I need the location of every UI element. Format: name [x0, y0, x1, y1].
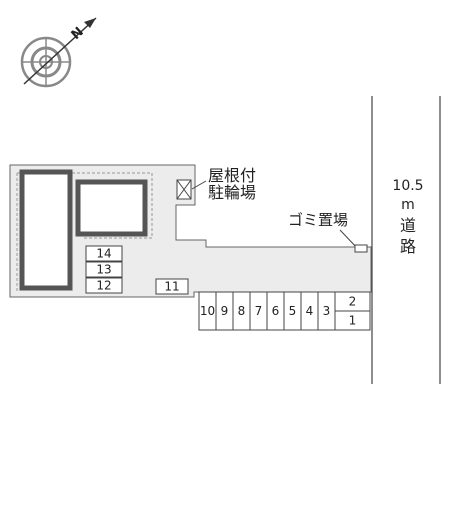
garbage-area-label: ゴミ置場 — [288, 211, 348, 229]
parking-spot-1 — [334, 310, 371, 331]
bike-parking-cross-b — [176, 179, 192, 200]
parking-spot-6-label: 6 — [272, 304, 280, 318]
parking-spot-13-label: 13 — [96, 263, 111, 277]
parking-spot-1-label: 1 — [349, 314, 357, 328]
bike-parking-label-2: 駐輪場 — [208, 183, 256, 202]
building-2 — [75, 179, 148, 237]
parking-spot-13 — [85, 261, 123, 278]
compass-arrow-icon — [84, 18, 96, 28]
parking-spot-5-label: 5 — [289, 304, 297, 318]
parking-spot-14-label: 14 — [96, 247, 111, 261]
parking-bottom-row: 10 9 8 7 6 5 4 3 — [198, 291, 336, 331]
compass: N — [20, 17, 97, 88]
parking-spot-3-label: 3 — [323, 304, 331, 318]
building-1 — [19, 169, 73, 291]
parking-spot-12 — [85, 277, 123, 294]
bike-parking-leader — [191, 180, 207, 190]
road-name-char-2: 路 — [400, 237, 416, 256]
garbage-box — [354, 244, 368, 253]
parking-spot-10-label: 10 — [200, 304, 215, 318]
road-width-unit: m — [401, 197, 415, 213]
road-name-char-1: 道 — [400, 216, 416, 235]
road-width-value: 10.5 — [392, 178, 423, 194]
garbage-area: ゴミ置場 — [288, 211, 368, 253]
parking-right-stack: 2 1 — [334, 291, 371, 331]
parking-spot-4-label: 4 — [306, 304, 314, 318]
parking-spot-8-label: 8 — [238, 304, 246, 318]
parking-spot-14 — [85, 245, 123, 262]
inner-boundary — [16, 172, 153, 292]
compass-north-line — [23, 17, 97, 85]
parking-left-column: 14 13 12 — [85, 245, 123, 294]
parking-spot-2-label: 2 — [349, 295, 357, 309]
parking-spot-12-label: 12 — [96, 279, 111, 293]
parking-spot-9-label: 9 — [221, 304, 229, 318]
road: 10.5 m 道 路 — [371, 96, 441, 384]
parking-spot-11 — [155, 278, 189, 295]
bike-parking-label-1: 屋根付 — [208, 166, 256, 185]
covered-bike-parking: 屋根付 駐輪場 — [176, 166, 256, 202]
parking-spot-11-label: 11 — [164, 280, 179, 294]
parking-spot-7-label: 7 — [255, 304, 263, 318]
